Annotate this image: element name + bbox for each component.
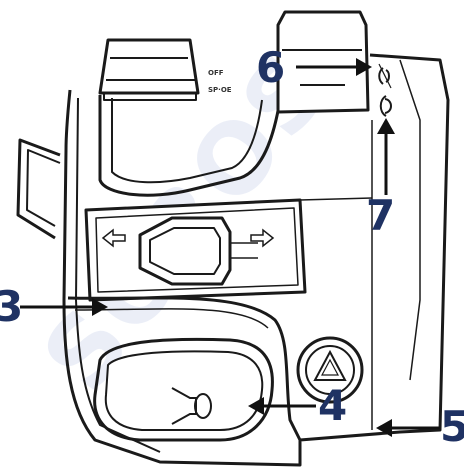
callout-5: 5	[440, 402, 464, 451]
horn-icon	[171, 387, 212, 425]
low-beam-icon	[379, 95, 392, 117]
switch-label-lower: SP·OE	[208, 86, 232, 94]
callout-4: 4	[318, 381, 347, 430]
high-beam-icon	[378, 63, 392, 89]
callout-arrows	[20, 58, 440, 437]
callout-3: 3	[0, 282, 23, 331]
callout-6: 6	[256, 43, 285, 92]
switch-housing	[16, 10, 450, 467]
arrow-right-icon	[250, 228, 275, 248]
arrow-left-icon	[101, 228, 126, 248]
callout-7: 7	[366, 191, 395, 240]
switch-markings: OFF SP·OE	[208, 69, 232, 94]
switch-label-upper: OFF	[208, 69, 224, 77]
hazard-triangle-icon	[313, 349, 347, 381]
